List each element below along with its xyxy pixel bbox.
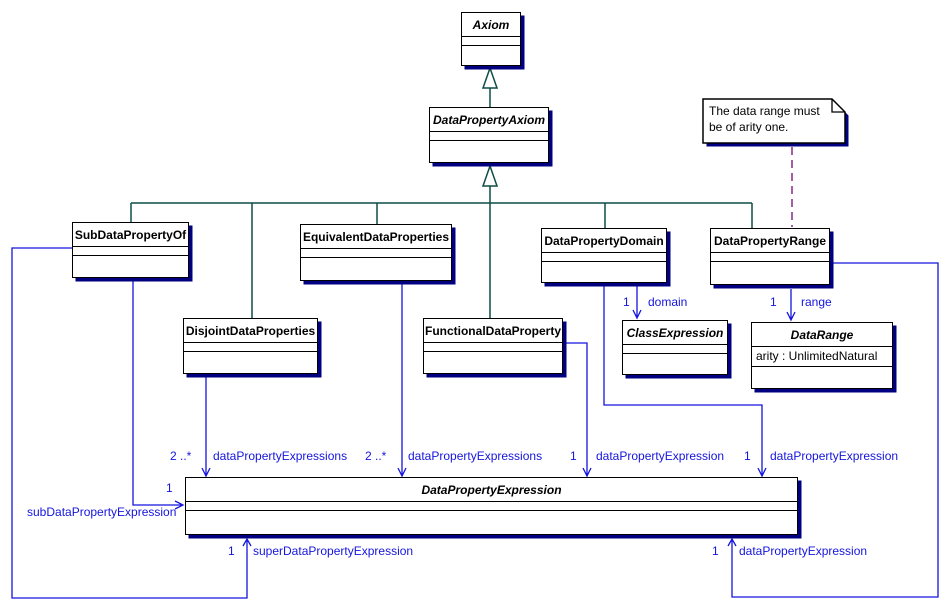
attributes-compartment: [301, 249, 451, 258]
note-line-1: The data range must: [709, 104, 820, 118]
class-datapropertyexpression[interactable]: DataPropertyExpression: [185, 477, 798, 535]
class-datarange[interactable]: DataRange arity : UnlimitedNatural: [751, 322, 893, 389]
class-axiom[interactable]: Axiom: [461, 12, 521, 66]
generalization-arrowhead-icon: [481, 163, 499, 187]
class-name: DisjointDataProperties: [184, 319, 317, 343]
role-label: dataPropertyExpressions: [408, 449, 543, 463]
association-subdatapropertyexpression[interactable]: [132, 278, 185, 510]
operations-compartment: [711, 262, 829, 284]
class-functionaldataproperty[interactable]: FunctionalDataProperty: [423, 318, 563, 374]
class-name: FunctionalDataProperty: [424, 319, 562, 343]
association-range[interactable]: [786, 289, 796, 322]
role-label: dataPropertyExpression: [739, 544, 868, 558]
class-name: SubDataPropertyOf: [73, 223, 188, 247]
multiplicity-label: 1: [166, 481, 173, 495]
class-name: DataPropertyExpression: [186, 478, 797, 502]
attributes-compartment: [711, 253, 829, 262]
attributes-compartment: arity : UnlimitedNatural: [752, 347, 892, 367]
multiplicity-label: 1: [623, 295, 630, 309]
association-domain-datapropertyexpression[interactable]: [603, 283, 767, 478]
class-equivalentdataproperties[interactable]: EquivalentDataProperties: [300, 224, 452, 281]
attributes-compartment: [430, 132, 548, 141]
attributes-compartment: [542, 253, 666, 262]
multiplicity-label: 1: [744, 449, 751, 463]
class-disjointdataproperties[interactable]: DisjointDataProperties: [183, 318, 318, 374]
multiplicity-label: 1: [712, 544, 719, 558]
association-superdatapropertyexpression[interactable]: [11, 247, 252, 599]
association-range-datapropertyexpression[interactable]: [727, 262, 939, 598]
operations-compartment: [752, 367, 892, 388]
role-label: dataPropertyExpression: [596, 449, 725, 463]
operations-compartment: [462, 46, 520, 65]
class-name: DataPropertyDomain: [542, 229, 666, 253]
class-datapropertyaxiom[interactable]: DataPropertyAxiom: [429, 107, 549, 163]
uml-note[interactable]: [702, 98, 849, 147]
operations-compartment: [184, 352, 317, 373]
attributes-compartment: [424, 343, 562, 352]
multiplicity-label: 1: [228, 544, 235, 558]
operations-compartment: [424, 352, 562, 373]
attributes-compartment: [623, 345, 727, 354]
attributes-compartment: [462, 37, 520, 46]
role-label: dataPropertyExpression: [770, 449, 899, 463]
role-label: range: [801, 295, 832, 309]
note-fold-icon: [831, 99, 845, 113]
operations-compartment: [623, 354, 727, 374]
role-label: dataPropertyExpressions: [213, 449, 348, 463]
note-line-2: be of arity one.: [709, 120, 789, 134]
operations-compartment: [73, 256, 188, 277]
multiplicity-label: 1: [770, 295, 777, 309]
class-name: DataRange: [752, 323, 892, 347]
note-text: The data range must be of arity one.: [709, 103, 837, 135]
attributes-compartment: [73, 247, 188, 256]
association-disjoint-datapropertyexpressions[interactable]: [201, 374, 211, 478]
class-datapropertydomain[interactable]: DataPropertyDomain: [541, 228, 667, 283]
attributes-compartment: [186, 502, 797, 511]
class-subdatapropertyof[interactable]: SubDataPropertyOf: [72, 222, 189, 278]
class-name: EquivalentDataProperties: [301, 225, 451, 249]
generalization-arrowhead-icon: [481, 65, 499, 89]
class-name: ClassExpression: [623, 321, 727, 345]
attributes-compartment: [184, 343, 317, 352]
role-label: superDataPropertyExpression: [253, 544, 414, 558]
operations-compartment: [301, 258, 451, 280]
operations-compartment: [186, 511, 797, 534]
association-functional-datapropertyexpression[interactable]: [563, 342, 592, 478]
attribute-arity: arity : UnlimitedNatural: [756, 349, 878, 363]
class-name: DataPropertyAxiom: [430, 108, 548, 132]
note-body[interactable]: [702, 98, 846, 144]
role-label: subDataPropertyExpression: [27, 505, 177, 519]
multiplicity-label: 1: [570, 449, 577, 463]
class-datapropertyrange[interactable]: DataPropertyRange: [710, 228, 830, 285]
multiplicity-label: 2 ..*: [365, 449, 387, 463]
operations-compartment: [542, 262, 666, 282]
association-domain[interactable]: [632, 283, 642, 320]
class-classexpression[interactable]: ClassExpression: [622, 320, 728, 375]
operations-compartment: [430, 141, 548, 162]
association-equivalent-datapropertyexpressions[interactable]: [397, 281, 407, 478]
class-name: Axiom: [462, 13, 520, 37]
multiplicity-label: 2 ..*: [170, 449, 192, 463]
class-name: DataPropertyRange: [711, 229, 829, 253]
role-label: domain: [648, 295, 688, 309]
